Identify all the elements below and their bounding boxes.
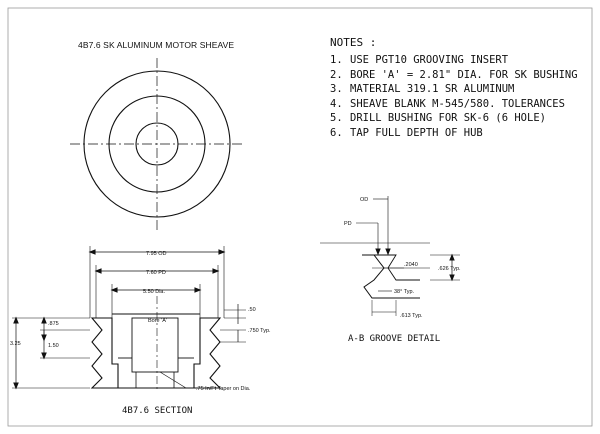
dim-bore-text: Bore 'A' [148,318,167,324]
dim-hub-height-text: .875 [48,321,59,327]
section-view [12,246,246,392]
note-item: 1.USE PGT10 GROOVING INSERT [330,54,509,66]
detail-pd-text: PD [344,221,352,227]
detail-spacing-text: .613 Typ. [400,313,423,319]
dim-top-offset-text: .50 [248,307,256,313]
note-item: 3.MATERIAL 319.1 SR ALUMINUM [330,83,515,96]
dim-groove-height-text: 1.50 [48,343,59,349]
dim-od-text: 7.95 OD [146,251,167,257]
groove-detail [320,196,460,316]
right-groove-profile [193,317,222,389]
note-item: 6.TAP FULL DEPTH OF HUB [330,126,483,139]
section-label: 4B7.6 SECTION [122,406,193,416]
drawing-title: 4B7.6 SK ALUMINUM MOTOR SHEAVE [78,40,235,50]
notes-heading: NOTES : [330,36,377,49]
dim-hub-text: 5.50 Dia. [143,289,165,295]
dim-groove-pitch-text: .750 Typ. [248,328,271,334]
note-item: 5.DRILL BUSHING FOR SK-6 (6 HOLE) [330,112,546,125]
dim-pd-text: 7.60 PD [146,270,166,276]
front-view [70,58,244,232]
detail-od-text: OD [360,197,368,203]
dim-taper-text: .75 In/Ft Taper on Dia. [196,386,251,392]
detail-depth-text: .626 Typ. [438,266,461,272]
left-groove-profile [90,317,119,389]
groove-detail-label: A-B GROOVE DETAIL [348,334,441,344]
detail-width-text: .2040 [404,262,418,268]
note-item: 4.SHEAVE BLANK M-545/580. TOLERANCES [330,97,565,110]
sheet-border [7,7,593,427]
detail-angle-text: 38° Typ. [394,289,415,295]
bore-outline [131,317,179,373]
notes-list: 1.USE PGT10 GROOVING INSERT 2.BORE 'A' =… [330,53,578,141]
note-item: 2.BORE 'A' = 2.81" DIA. FOR SK BUSHING [330,68,578,81]
dim-overall-height-text: 3.25 [10,341,21,347]
